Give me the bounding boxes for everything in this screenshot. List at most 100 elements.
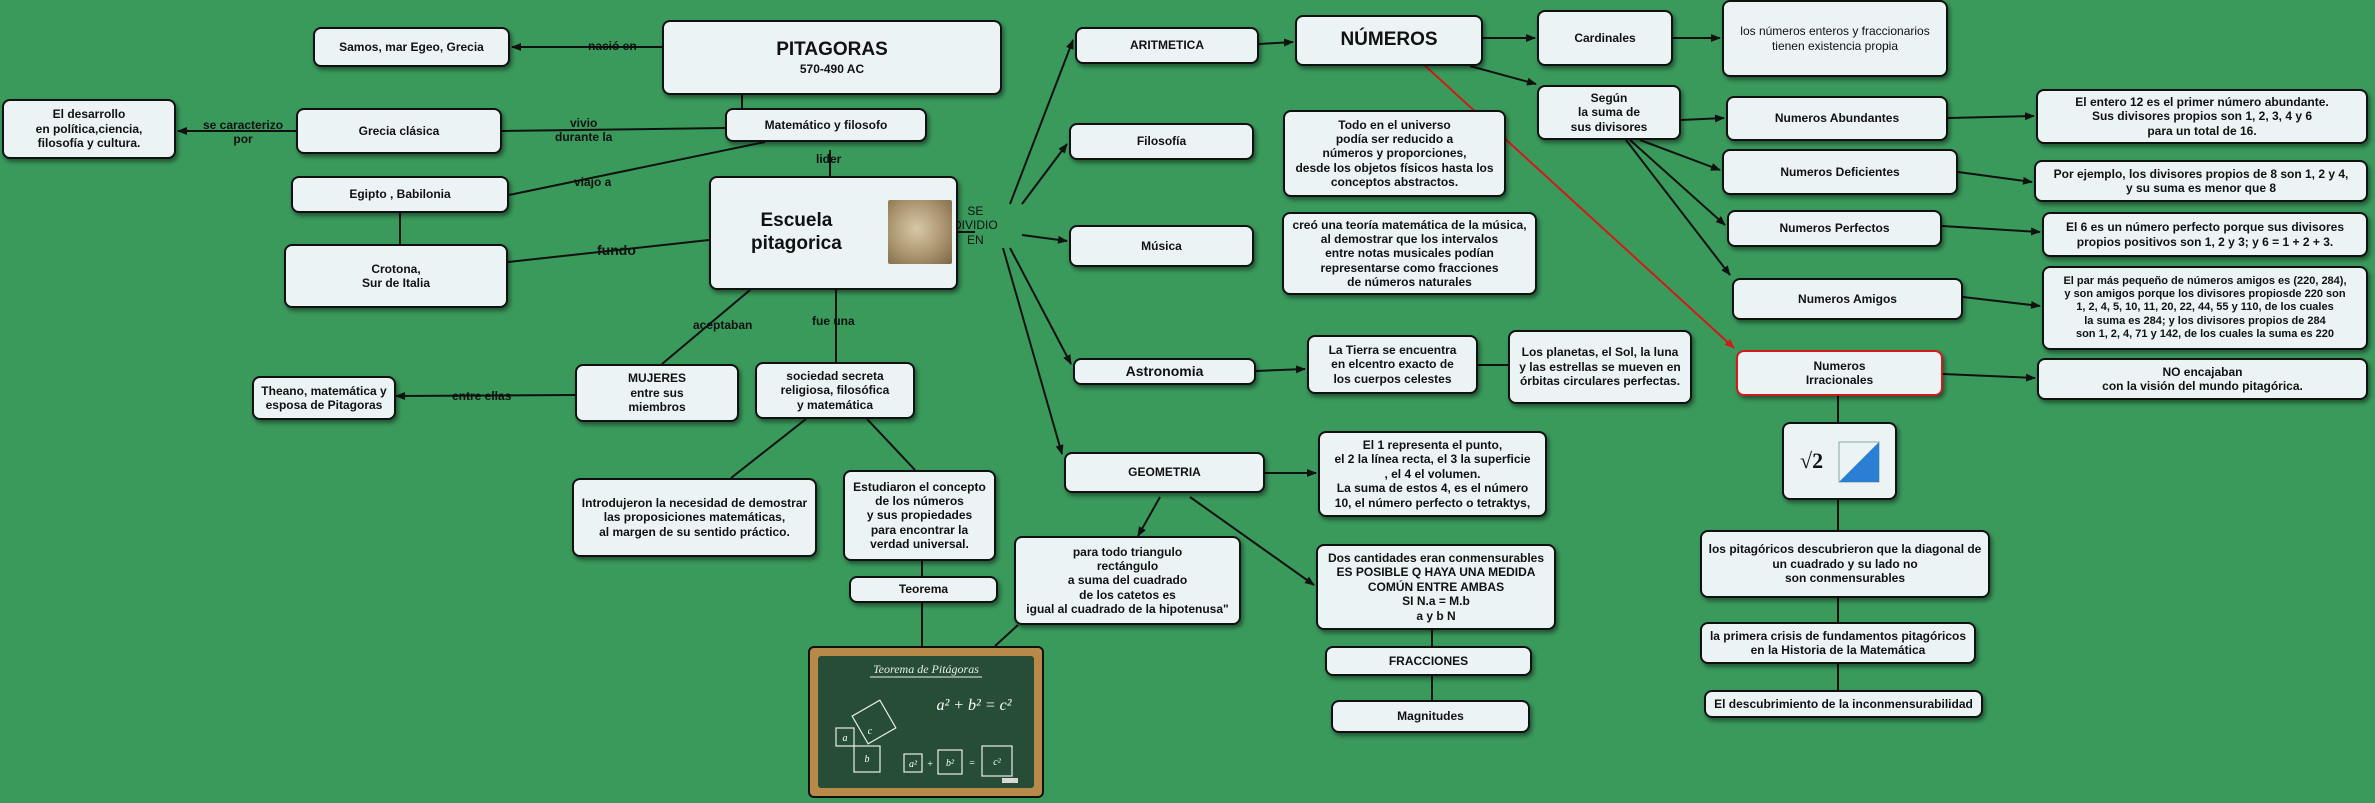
link-div-geometria <box>1002 247 1064 455</box>
square-a-shape <box>835 727 855 747</box>
chalkboard-title: Teorema de Pitágoras <box>873 662 979 676</box>
equals-sign: = <box>969 758 976 769</box>
musica-node: Música <box>1069 225 1254 267</box>
cardinales-desc-node: los números enteros y fraccionarios tien… <box>1722 0 1948 77</box>
theorem-node: Teorema <box>849 576 998 603</box>
link-secret-studied <box>866 418 916 471</box>
link-aritmetica-numeros <box>1258 38 1294 47</box>
link-astronomia-tierra <box>1255 365 1306 374</box>
term-b-box <box>937 749 963 775</box>
label-vivio: vivio durante la <box>555 116 613 145</box>
abundantes-node: Numeros Abundantes <box>1726 96 1948 141</box>
sqrt2-diagram: √2 <box>1800 441 1879 483</box>
link-perfectos-desc <box>1941 225 2041 236</box>
school-name: Escuela pitagorica <box>751 210 842 254</box>
founded-node: Crotona, Sur de Italia <box>284 244 508 308</box>
term-c-label: c² <box>993 757 1001 768</box>
irracionales-node: Numeros Irracionales <box>1736 350 1943 396</box>
label-nacio-en: nació en <box>588 39 637 53</box>
link-div-astronomia <box>1009 247 1072 365</box>
tetraktys-node: El 1 representa el punto, el 2 la línea … <box>1318 431 1547 517</box>
link-geometria-triangulo <box>1137 496 1161 537</box>
link-geometria-conmens <box>1189 496 1315 586</box>
square-b-shape <box>853 745 881 773</box>
school-node: Escuela pitagorica <box>709 176 958 290</box>
term-a-label: a² <box>909 759 918 770</box>
link-entre-ellas <box>395 391 576 400</box>
musica-desc-node: creó una teoría matemática de la música,… <box>1282 212 1537 295</box>
traveled-node: Egipto , Babilonia <box>291 176 509 213</box>
perfectos-node: Numeros Perfectos <box>1727 210 1942 247</box>
segun-node: Según la suma de sus divisores <box>1537 85 1681 140</box>
diagonal-triangle-icon <box>1838 442 1879 482</box>
label-lider: lider <box>816 152 842 166</box>
fracciones-node: FRACCIONES <box>1325 646 1532 676</box>
link-numeros-irracionales <box>1420 61 1735 349</box>
filosofia-node: Filosofía <box>1069 123 1254 160</box>
chalkboard-drawing: Teorema de Pitágoras a² + b² = c² a b c … <box>835 662 1018 783</box>
perfectos-desc-node: El 6 es un número perfecto porque sus di… <box>2042 212 2368 257</box>
link-irracionales-desc <box>1942 373 2036 382</box>
secret-society-node: sociedad secreta religiosa, filosófica y… <box>755 362 915 419</box>
lived-in-node: Grecia clásica <box>296 108 502 154</box>
term-a-box <box>903 753 923 773</box>
link-segun-amigos <box>1625 139 1731 276</box>
amigos-desc-node: El par más pequeño de números amigos es … <box>2042 266 2368 350</box>
link-div-filosofia <box>1021 143 1068 205</box>
women-node: MUJERES entre sus miembros <box>575 364 739 422</box>
label-fue-una: fue una <box>812 314 855 328</box>
label-fundo: fundo <box>597 242 636 258</box>
label-viajo: viajo a <box>574 175 612 189</box>
label-se-dividio: SE DIVIDIO EN <box>953 204 998 247</box>
link-viajo <box>508 141 766 196</box>
pythagorean-theorem-chalkboard: Teorema de Pitágoras a² + b² = c² a b c … <box>808 646 1044 798</box>
sqrt2-node: √2 <box>1782 422 1897 500</box>
studied-node: Estudiaron el concepto de los números y … <box>843 470 996 561</box>
deficientes-node: Numeros Deficientes <box>1722 149 1958 195</box>
inconmensurabilidad-node: El descubrimiento de la inconmensurabili… <box>1704 690 1983 718</box>
term-b-label: b² <box>946 758 955 769</box>
link-segun-perfectos <box>1629 139 1726 226</box>
birthplace-node: Samos, mar Egeo, Grecia <box>313 27 510 67</box>
pythagoras-name: PITAGORAS <box>776 38 888 60</box>
aritmetica-node: ARITMETICA <box>1075 27 1259 64</box>
tierra-node: La Tierra se encuentra en elcentro exact… <box>1307 335 1478 394</box>
conmensurables-node: Dos cantidades eran conmensurables ES PO… <box>1316 544 1556 630</box>
deficientes-desc-node: Por ejemplo, los divisores propios de 8 … <box>2034 160 2368 202</box>
sqrt2-symbol: √2 <box>1800 448 1823 473</box>
geometria-node: GEOMETRIA <box>1064 452 1265 493</box>
mosaic-portrait-icon <box>888 200 952 264</box>
demonstration-node: Introdujeron la necesidad de demostrar l… <box>572 478 817 557</box>
link-aceptaban <box>661 289 751 365</box>
label-aceptaban: aceptaban <box>693 318 753 332</box>
abundantes-desc-node: El entero 12 es el primer número abundan… <box>2036 89 2368 144</box>
triangulo-node: para todo triangulo rectángulo a suma de… <box>1014 536 1241 625</box>
link-secret-demo <box>730 418 807 479</box>
link-deficientes-desc <box>1957 171 2033 185</box>
link-div-musica <box>1021 234 1068 244</box>
square-c-shape <box>851 699 897 745</box>
link-amigos-desc <box>1962 296 2041 309</box>
link-triangle-board <box>994 624 1019 647</box>
cardinales-node: Cardinales <box>1537 10 1673 66</box>
irracionales-desc-node: NO encajaban con la visión del mundo pit… <box>2037 358 2368 400</box>
link-abundantes-desc <box>1947 112 2035 121</box>
chalk-eraser-icon <box>1002 778 1018 783</box>
link-fundo <box>507 239 710 263</box>
magnitudes-node: Magnitudes <box>1331 700 1530 733</box>
label-se-caracterizo: se caracterizo por <box>203 118 284 147</box>
planetas-node: Los planetas, el Sol, la luna y las estr… <box>1508 330 1692 404</box>
link-numeros-segun <box>1469 65 1537 86</box>
role-node: Matemático y filosofo <box>725 108 927 142</box>
side-a-label: a <box>843 733 848 744</box>
link-segun-deficientes <box>1639 139 1721 171</box>
characterized-node: El desarrollo en política,ciencia, filos… <box>2 99 176 159</box>
side-c-label: c <box>868 726 873 737</box>
pythagoras-dates: 570-490 AC <box>799 61 865 76</box>
label-entre-ellas: entre ellas <box>452 389 512 403</box>
numeros-node: NÚMEROS <box>1295 15 1483 66</box>
link-segun-abundantes <box>1680 114 1725 123</box>
